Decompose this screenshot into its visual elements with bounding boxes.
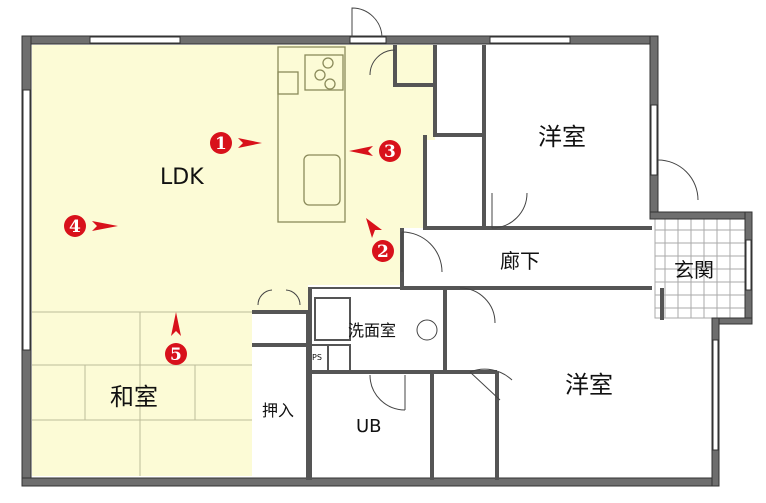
room-label-washroom: 洗面室: [348, 321, 396, 340]
view-marker-1[interactable]: 1: [210, 132, 262, 154]
room-label-bath: UB: [356, 416, 382, 437]
svg-text:1: 1: [215, 134, 227, 154]
arrow-right-icon: [92, 221, 118, 231]
view-marker-2[interactable]: 2: [366, 218, 394, 262]
kitchen-counter: [277, 46, 346, 223]
view-marker-5[interactable]: 5: [165, 312, 187, 365]
svg-text:4: 4: [69, 217, 81, 237]
room-label-ldk: LDK: [160, 165, 204, 190]
ldk-floor: [32, 45, 435, 476]
room-label-closet: 押入: [262, 401, 294, 420]
room-label-corridor: 廊下: [500, 249, 540, 273]
balcony-door-swing: [351, 7, 383, 38]
arrow-right-icon: [238, 138, 262, 148]
svg-text:2: 2: [377, 242, 389, 262]
svg-text:3: 3: [384, 142, 396, 162]
entrance-tiles: [654, 217, 746, 319]
arrow-left-icon: [349, 146, 373, 156]
view-marker-4[interactable]: 4: [64, 215, 118, 237]
room-label-japanese: 和室: [110, 383, 158, 411]
svg-text:5: 5: [170, 345, 182, 365]
tatami-grid: [32, 311, 252, 476]
arrow-up-icon: [171, 312, 181, 336]
windows: [22, 36, 752, 451]
view-marker-3[interactable]: 3: [349, 140, 401, 162]
room-label-western-upper: 洋室: [538, 123, 586, 151]
room-label-western-lower: 洋室: [565, 371, 613, 399]
door-swings: [257, 49, 699, 411]
arrow-up-left-icon: [366, 218, 382, 238]
room-label-entrance: 玄関: [674, 258, 714, 282]
label-pipe-space: PS: [312, 353, 322, 362]
interior-walls: [252, 45, 664, 480]
